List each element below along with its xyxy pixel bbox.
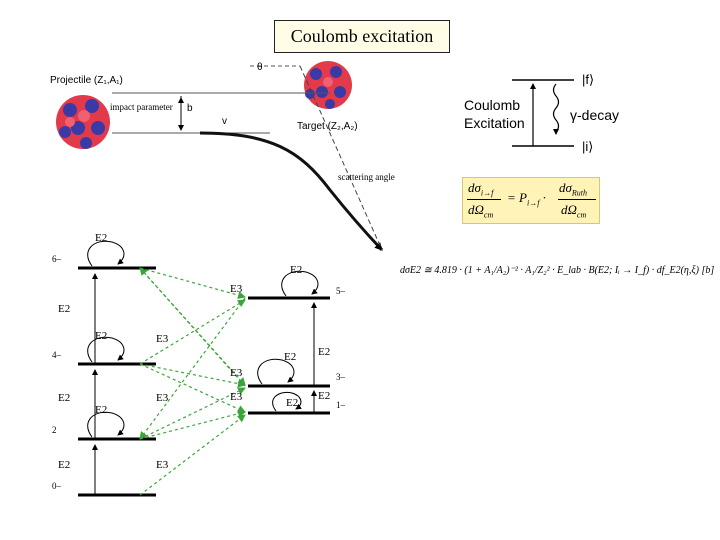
right-level-1-label: 1–: [336, 400, 345, 410]
right-reorientation-loop-3: [257, 358, 295, 385]
excitation-label: Excitation: [464, 115, 525, 131]
lhs-numerator: dσi→f: [468, 180, 494, 198]
lhs-denominator: dΩcm: [468, 202, 494, 220]
right-level-3-label: 3–: [336, 372, 345, 382]
right-level-5-label: 5–: [336, 286, 345, 296]
left-reorientation-loop-4: [87, 336, 125, 363]
target-label: Target (Z₂,A₂): [297, 121, 358, 132]
right-reorientation-label-5: E2: [290, 264, 303, 276]
right-e2-label-1-3: E2: [318, 390, 331, 402]
b-label: b: [187, 103, 193, 114]
left-level-4-label: 4–: [52, 350, 61, 360]
left-e2-label-2-4: E2: [58, 392, 71, 404]
initial-state-label: |i⟩: [582, 139, 594, 154]
v-label: v: [222, 116, 227, 127]
coulomb-label: Coulomb: [464, 97, 521, 113]
left-level-0-label: 0–: [52, 481, 61, 491]
projectile-label: Projectile (Z₁,A₁): [50, 75, 123, 86]
left-level-2-label: 2: [52, 425, 57, 435]
slide-title: Coulomb excitation: [274, 20, 450, 53]
left-level-6-label: 6–: [52, 254, 61, 264]
right-reorientation-label-1: E2: [286, 397, 299, 409]
target-nucleus: [304, 61, 352, 109]
rhs-fraction-bar: [558, 199, 596, 200]
lhs-fraction-bar: [467, 199, 501, 200]
left-e2-label-4-6: E2: [58, 303, 71, 315]
left-reorientation-label-2: E2: [95, 404, 108, 416]
right-reorientation-label-3: E2: [284, 351, 297, 363]
left-reorientation-label-4: E2: [95, 330, 108, 342]
theta-label: θ: [257, 62, 263, 73]
scattering-angle-label: scattering angle: [338, 172, 395, 182]
e3-transition-arrows: [139, 267, 246, 496]
left-e3-label-3: E3: [156, 459, 169, 471]
probability-term: = Pi→f ·: [507, 190, 546, 208]
rhs-numerator: dσRuth: [559, 180, 588, 198]
right-reorientation-loop-5: [281, 270, 319, 297]
right-e3-label-3: E3: [230, 391, 243, 403]
right-e3-label-1: E3: [230, 283, 243, 295]
left-e3-label-2: E3: [156, 392, 169, 404]
right-e3-label-2: E3: [230, 367, 243, 379]
impact-parameter-label: impact parameter: [110, 102, 173, 112]
gamma-decay-arrow: [552, 83, 560, 135]
projectile-nucleus: [56, 95, 110, 149]
right-e2-label-3-5: E2: [318, 346, 331, 358]
left-reorientation-label-6: E2: [95, 232, 108, 244]
left-e2-label-0-2: E2: [58, 459, 71, 471]
rhs-denominator: dΩcm: [561, 202, 587, 220]
projectile-trajectory: [199, 131, 384, 252]
e2-cross-section-formula: dσE2 ≅ 4.819 · (1 + A₁/A₂)⁻² · A₁/Z₂² · …: [400, 265, 715, 276]
right-reorientation-loop-1: [272, 391, 302, 412]
left-reorientation-loop-2: [87, 411, 125, 438]
rutherford-formula: dσi→f dΩcm = Pi→f · dσRuth dΩcm: [462, 177, 600, 224]
gamma-decay-label: γ-decay: [570, 107, 620, 123]
scattering-angle-line: [299, 65, 383, 251]
left-e3-label-1: E3: [156, 333, 169, 345]
left-reorientation-loop-6: [87, 240, 125, 267]
final-state-label: |f⟩: [582, 72, 595, 87]
